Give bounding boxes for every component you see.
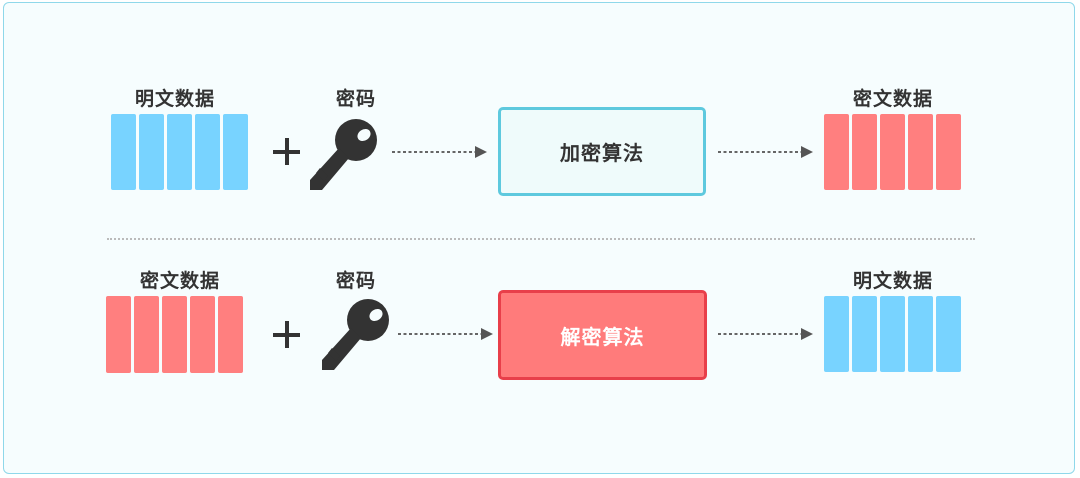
data-block bbox=[190, 296, 215, 373]
data-block bbox=[195, 114, 220, 190]
data-block bbox=[106, 296, 131, 373]
key-label: 密码 bbox=[335, 88, 377, 110]
data-block bbox=[908, 114, 933, 190]
data-block bbox=[162, 296, 187, 373]
data-block bbox=[852, 114, 877, 190]
arrow-right-icon bbox=[398, 328, 493, 340]
data-block bbox=[936, 296, 961, 372]
ciphertext-output-label: 密文数据 bbox=[852, 88, 934, 110]
decryption-algorithm-box: 解密算法 bbox=[498, 290, 707, 380]
data-block bbox=[824, 114, 849, 190]
arrow-right-icon bbox=[718, 328, 813, 340]
data-block bbox=[139, 114, 164, 190]
data-block bbox=[218, 296, 243, 373]
plaintext-blocks bbox=[824, 296, 961, 372]
section-divider bbox=[107, 238, 975, 240]
data-block bbox=[223, 114, 248, 190]
plaintext-input-label: 明文数据 bbox=[134, 88, 216, 110]
data-block bbox=[908, 296, 933, 372]
data-block bbox=[167, 114, 192, 190]
key-label: 密码 bbox=[335, 270, 377, 292]
data-block bbox=[880, 296, 905, 372]
data-block bbox=[936, 114, 961, 190]
encryption-algorithm-box: 加密算法 bbox=[498, 107, 706, 196]
data-block bbox=[852, 296, 877, 372]
plaintext-output-label: 明文数据 bbox=[852, 270, 934, 292]
ciphertext-blocks bbox=[106, 296, 243, 373]
plus-icon bbox=[273, 138, 300, 165]
data-block bbox=[111, 114, 136, 190]
encryption-algorithm-label: 加密算法 bbox=[560, 141, 644, 165]
arrow-right-icon bbox=[718, 146, 813, 158]
plaintext-blocks bbox=[111, 114, 248, 190]
arrow-right-icon bbox=[392, 146, 487, 158]
plus-icon bbox=[273, 321, 300, 348]
data-block bbox=[880, 114, 905, 190]
ciphertext-blocks bbox=[824, 114, 961, 190]
key-icon bbox=[310, 119, 377, 190]
decryption-algorithm-label: 解密算法 bbox=[560, 324, 645, 349]
data-block bbox=[134, 296, 159, 373]
ciphertext-input-label: 密文数据 bbox=[139, 270, 221, 292]
key-icon bbox=[322, 299, 389, 370]
data-block bbox=[824, 296, 849, 372]
